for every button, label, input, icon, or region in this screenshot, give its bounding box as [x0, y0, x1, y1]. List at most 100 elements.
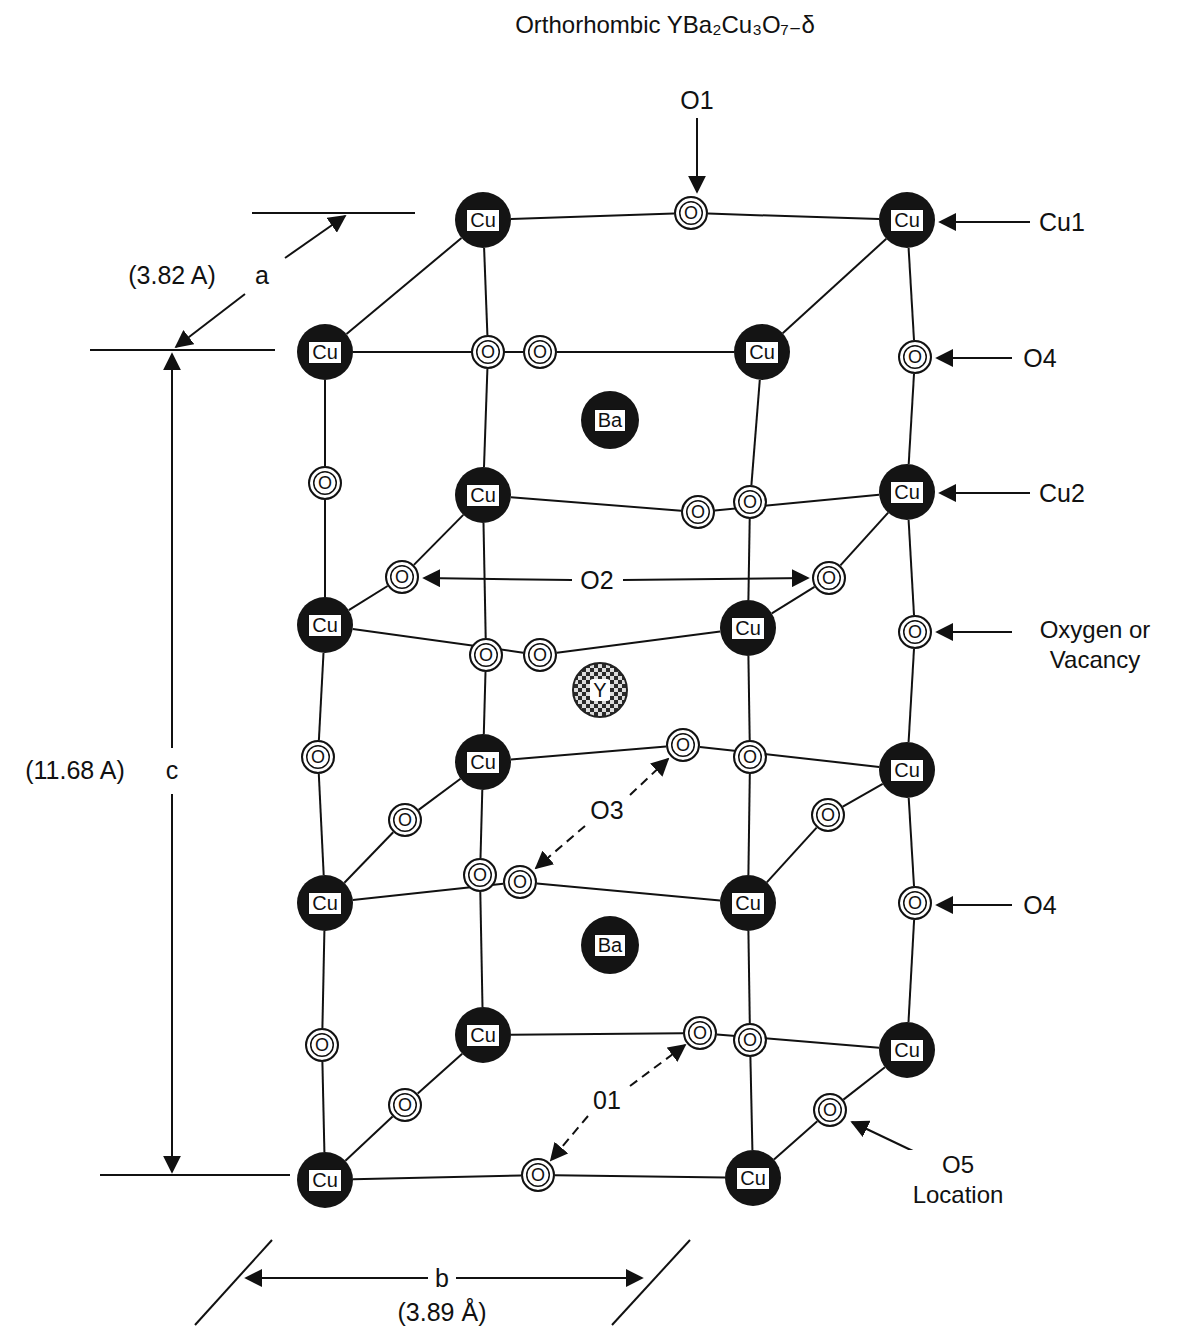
bond-line	[748, 774, 749, 875]
leader-arrow	[424, 578, 572, 580]
atom-symbol: O	[315, 1036, 329, 1054]
bond-line	[557, 632, 720, 653]
bond-line	[347, 238, 462, 334]
atom-symbol: O	[908, 348, 922, 366]
dimension-arrow	[285, 216, 345, 258]
leader-arrow	[551, 1116, 588, 1160]
copper-atom: Cu	[297, 597, 353, 653]
atom-symbol: O	[743, 748, 757, 766]
bond-line	[324, 500, 326, 597]
site-label: O4	[1021, 343, 1058, 373]
oxygen-atom: O	[385, 560, 419, 594]
bond-line	[484, 523, 486, 638]
extension-line	[252, 212, 415, 214]
oxygen-atom: O	[469, 638, 503, 672]
oxygen-atom: O	[683, 1016, 717, 1050]
site-label: O3	[588, 795, 625, 825]
oxygen-atom: O	[388, 1088, 422, 1122]
bond-line	[511, 214, 674, 220]
atom-symbol: O	[318, 474, 332, 492]
bond-line	[480, 892, 482, 1007]
oxygen-atom: O	[733, 485, 767, 519]
atom-symbol: Cu	[308, 614, 342, 637]
site-note: O5 Location	[896, 1150, 1020, 1210]
atom-symbol: O	[908, 623, 922, 641]
atom-symbol: O	[533, 646, 547, 664]
extension-slash	[195, 1240, 272, 1325]
atom-symbol: Cu	[890, 759, 924, 782]
bond-line	[843, 784, 883, 807]
copper-atom: Cu	[879, 1022, 935, 1078]
atom-symbol: O	[531, 1166, 545, 1184]
bond-line	[481, 790, 483, 858]
bond-line	[748, 519, 749, 600]
bond-line	[840, 513, 888, 566]
atom-symbol: Cu	[745, 341, 779, 364]
atom-symbol: O	[822, 569, 836, 587]
oxygen-atom: O	[463, 858, 497, 892]
atom-symbol: Cu	[731, 617, 765, 640]
oxygen-atom: O	[521, 1158, 555, 1192]
oxygen-atom: O	[503, 865, 537, 899]
atom-symbol: O	[398, 1096, 412, 1114]
axis-label: a	[253, 260, 271, 290]
atom-symbol: O	[821, 806, 835, 824]
atom-symbol: O	[473, 866, 487, 884]
atom-symbol: Cu	[466, 751, 500, 774]
bond-line	[909, 649, 914, 742]
copper-atom: Cu	[720, 875, 776, 931]
barium-atom: Ba	[581, 916, 639, 974]
oxygen-atom: O	[813, 1093, 847, 1127]
bond-line	[708, 214, 879, 220]
bond-line	[767, 828, 817, 883]
atom-symbol: Ba	[594, 934, 626, 957]
bond-line	[324, 380, 326, 466]
bond-line	[511, 1033, 683, 1035]
extension-line	[100, 1174, 290, 1176]
bond-line	[353, 1175, 521, 1179]
copper-atom: Cu	[879, 464, 935, 520]
atom-symbol: Cu	[466, 209, 500, 232]
leader-arrow	[630, 1045, 685, 1086]
bond-line	[322, 931, 324, 1028]
atom-symbol: O	[908, 894, 922, 912]
oxygen-atom: O	[812, 561, 846, 595]
atom-symbol: O	[513, 873, 527, 891]
leader-arrow	[937, 904, 1012, 906]
atom-symbol: Cu	[466, 1024, 500, 1047]
dimension-arrow	[171, 794, 173, 1172]
atom-symbol: O	[398, 811, 412, 829]
oxygen-atom: O	[898, 340, 932, 374]
atom-symbol: O	[479, 646, 493, 664]
copper-atom: Cu	[879, 192, 935, 248]
extension-line	[90, 349, 275, 351]
diagram-title: Orthorhombic YBa₂Cu₃O₇₋δ	[513, 10, 817, 40]
bond-line	[557, 351, 734, 353]
bond-line	[700, 747, 879, 767]
atom-symbol: O	[533, 343, 547, 361]
atom-symbol: Cu	[736, 1167, 770, 1190]
copper-atom: Cu	[725, 1150, 781, 1206]
atom-symbol: Ba	[594, 409, 626, 432]
leader-arrow	[937, 357, 1012, 359]
dimension-arrow	[456, 1277, 642, 1279]
atom-symbol: Y	[590, 679, 609, 701]
bond-line	[748, 656, 749, 740]
bond-line	[783, 239, 887, 333]
bond-line	[909, 920, 915, 1022]
bond-line	[419, 779, 461, 810]
atom-symbol: Cu	[731, 892, 765, 915]
atom-symbol: Cu	[308, 1169, 342, 1192]
site-label: 01	[591, 1085, 623, 1115]
copper-atom: Cu	[455, 1007, 511, 1063]
bond-line	[537, 884, 720, 901]
leader-arrow	[940, 221, 1030, 223]
copper-atom: Cu	[297, 875, 353, 931]
atom-symbol: Cu	[890, 1039, 924, 1062]
bond-line	[555, 1175, 725, 1177]
oxygen-atom: O	[305, 1028, 339, 1062]
bond-line	[511, 746, 666, 759]
site-label: Cu1	[1037, 207, 1087, 237]
atom-symbol: O	[481, 343, 495, 361]
copper-atom: Cu	[455, 467, 511, 523]
